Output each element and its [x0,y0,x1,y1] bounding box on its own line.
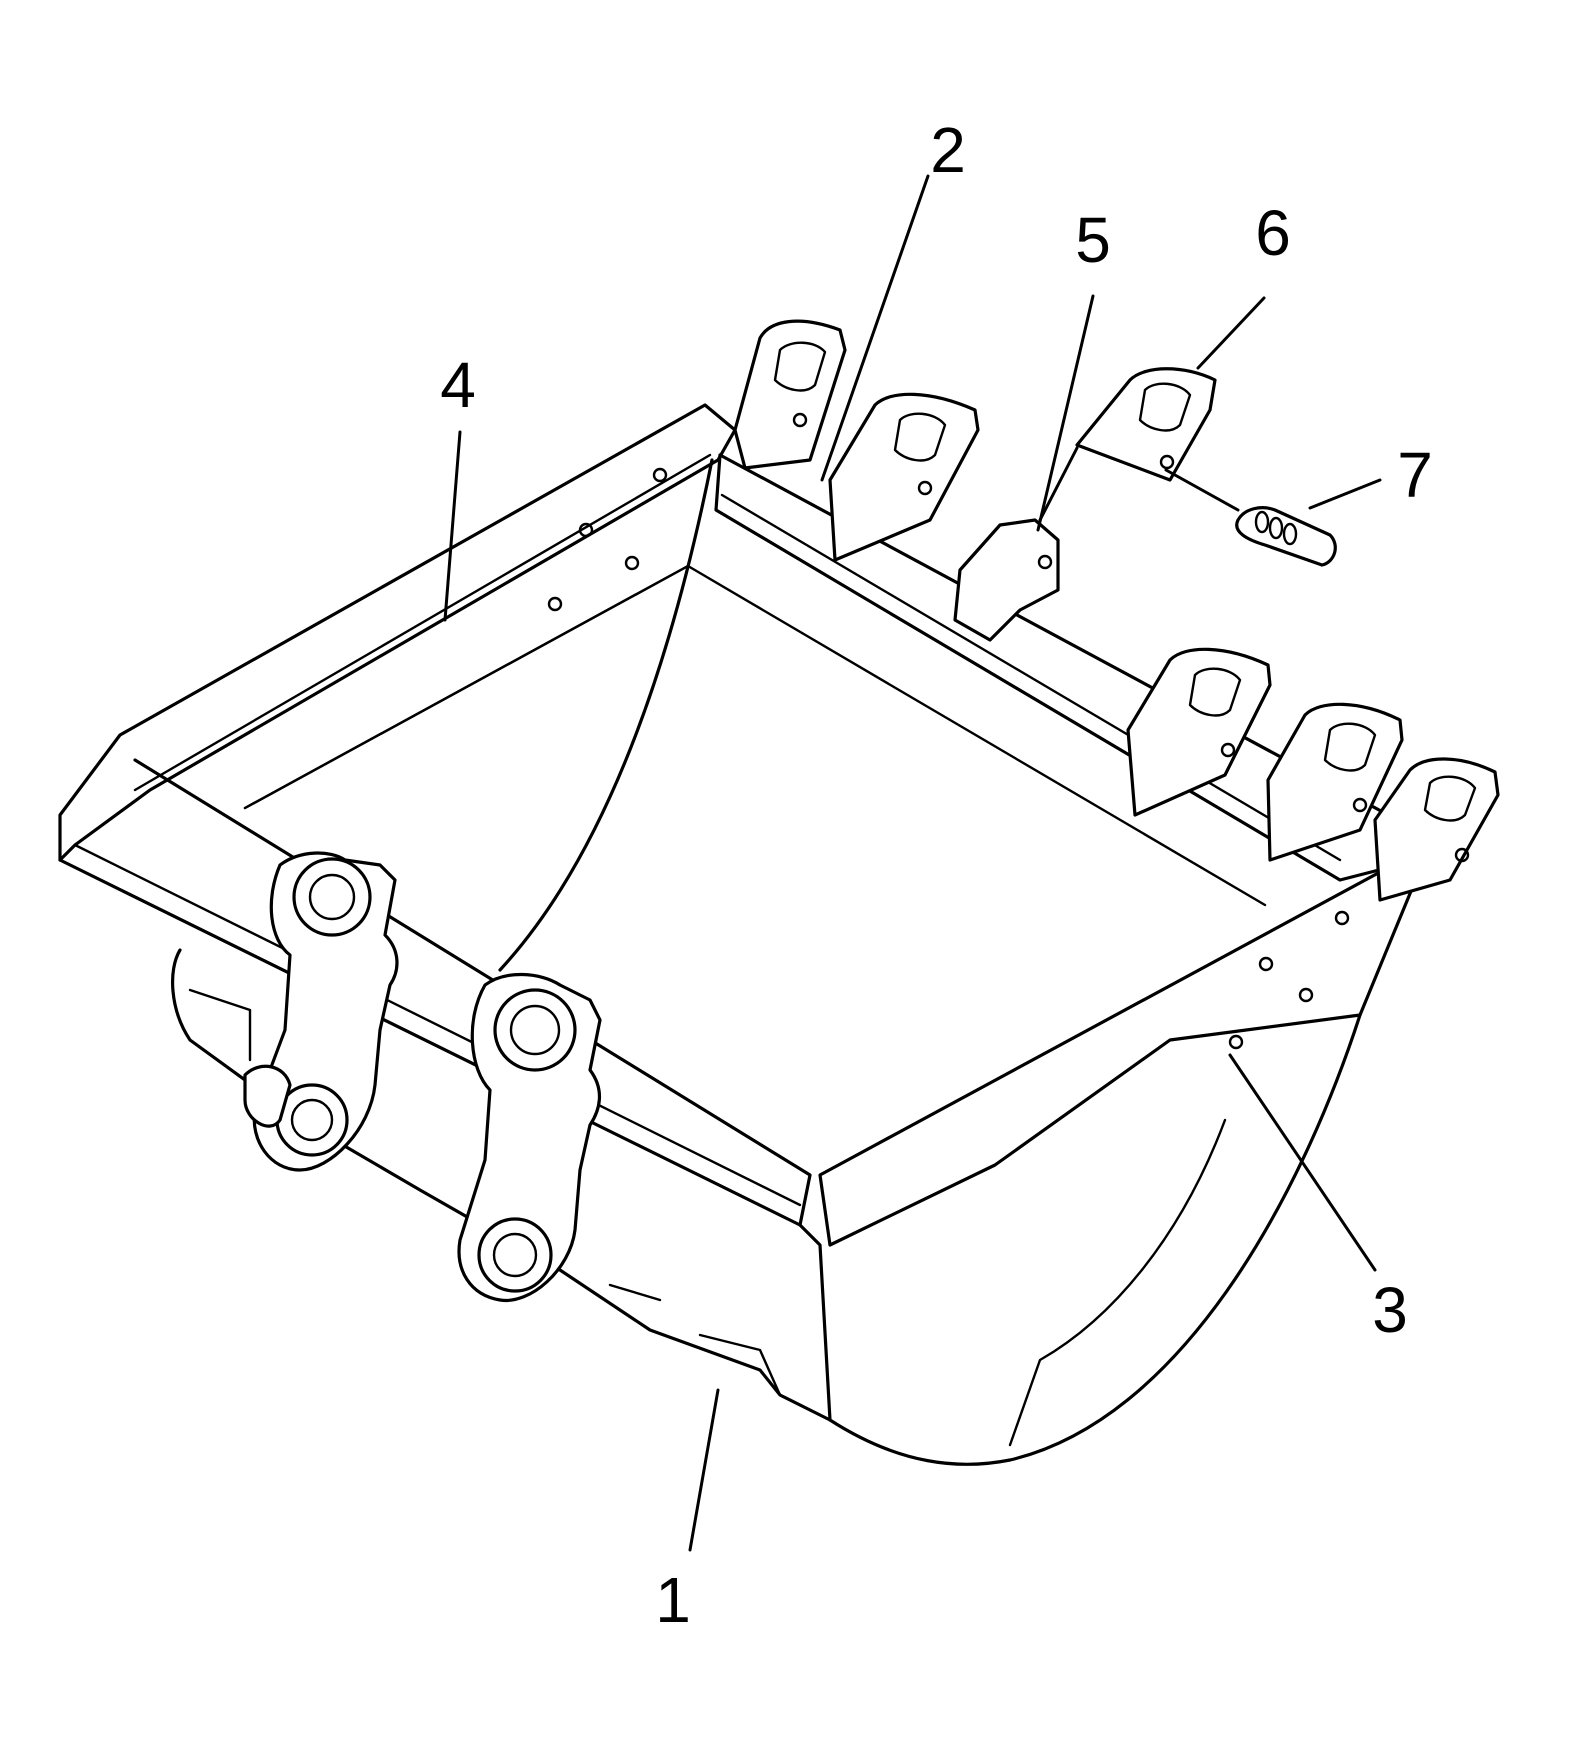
right-side-plate [818,843,1432,1462]
adapter [953,518,1060,642]
tooth [1126,647,1272,817]
callout-3: 3 [1372,1274,1408,1346]
boss-bracket-left [243,851,399,1172]
leader-lines [443,174,1382,1552]
tooth [733,319,847,470]
callout-2: 2 [930,114,966,186]
bucket-interior [243,458,1267,972]
exploded-tooth [1075,367,1217,482]
callout-1: 1 [655,1564,691,1636]
callout-5: 5 [1075,204,1111,276]
tooth [1266,702,1404,862]
left-side-plate [58,403,737,862]
callout-6: 6 [1255,197,1291,269]
exploded-pin [1235,506,1337,567]
bucket-teeth [733,319,1500,902]
callout-7: 7 [1397,439,1433,511]
tooth [1373,757,1500,902]
tooth [828,392,980,562]
callout-4: 4 [440,349,476,421]
boss-bracket-right [457,972,602,1303]
